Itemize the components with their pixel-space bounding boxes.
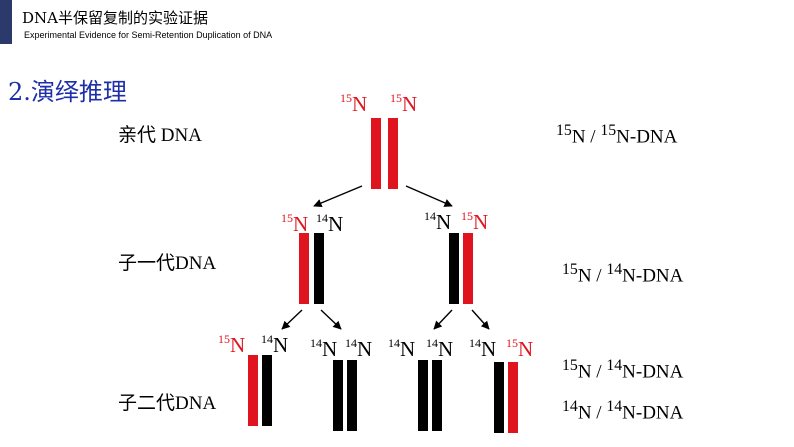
strand-f2-c-light-1	[418, 360, 428, 431]
dna-type-f2-light: 14N / 14N-DNA	[562, 398, 684, 424]
header-accent-bar	[0, 0, 12, 44]
strand-label-f2-b-2: 14N	[345, 336, 373, 361]
strand-label-parent-right: 15N	[390, 91, 418, 116]
strand-label-f1-right-a: 14N	[424, 209, 452, 234]
strand-f2-a-light	[262, 355, 272, 426]
dna-type-parent: 15N / 15N-DNA	[556, 122, 678, 148]
strand-label-f2-c-1: 14N	[388, 336, 416, 361]
strand-label-f2-d-1: 14N	[469, 336, 497, 361]
strand-label-f2-a-1: 15N	[218, 332, 246, 357]
strand-f2-c-light-2	[432, 360, 442, 431]
strand-label-f2-c-2: 14N	[426, 336, 454, 361]
arrow-f1l-to-f2a	[281, 309, 303, 330]
slide-title: DNA半保留复制的实验证据	[22, 9, 208, 27]
strand-f2-d-light	[494, 362, 504, 433]
strand-label-f1-right-b: 15N	[461, 209, 489, 234]
arrow-f1r-to-f2d	[471, 309, 490, 330]
strand-f2-d-heavy	[508, 362, 518, 433]
strand-f2-b-light-2	[347, 360, 357, 431]
strand-label-f1-left-a: 15N	[281, 211, 309, 236]
section-title: 2.演绎推理	[8, 78, 127, 106]
strand-label-f2-a-2: 14N	[261, 332, 289, 357]
strand-f1-right-heavy	[463, 233, 473, 304]
strand-label-f2-b-1: 14N	[310, 336, 338, 361]
strand-parent-left	[371, 118, 381, 189]
generation-label-parent: 亲代 DNA	[118, 125, 202, 146]
strand-f2-a-heavy	[248, 355, 258, 426]
generation-label-f1: 子一代DNA	[118, 253, 217, 274]
strand-label-f1-left-b: 14N	[316, 211, 344, 236]
strand-f1-right-light	[449, 233, 459, 304]
arrow-parent-to-f1-right	[405, 185, 453, 207]
strand-f2-b-light-1	[333, 360, 343, 431]
strand-label-f2-d-2: 15N	[506, 336, 534, 361]
strand-f1-left-light	[314, 233, 324, 304]
arrow-f1l-to-f2b	[320, 309, 342, 330]
dna-type-f2-hybrid: 15N / 14N-DNA	[562, 357, 684, 383]
dna-type-f1: 15N / 14N-DNA	[562, 261, 684, 287]
generation-label-f2: 子二代DNA	[118, 393, 217, 414]
strand-label-parent-left: 15N	[340, 91, 368, 116]
arrow-parent-to-f1-left	[313, 185, 363, 207]
strand-f1-left-heavy	[299, 233, 309, 304]
slide-subtitle: Experimental Evidence for Semi-Retention…	[24, 30, 273, 40]
strand-parent-right	[388, 118, 398, 189]
arrow-f1r-to-f2c	[433, 309, 453, 330]
